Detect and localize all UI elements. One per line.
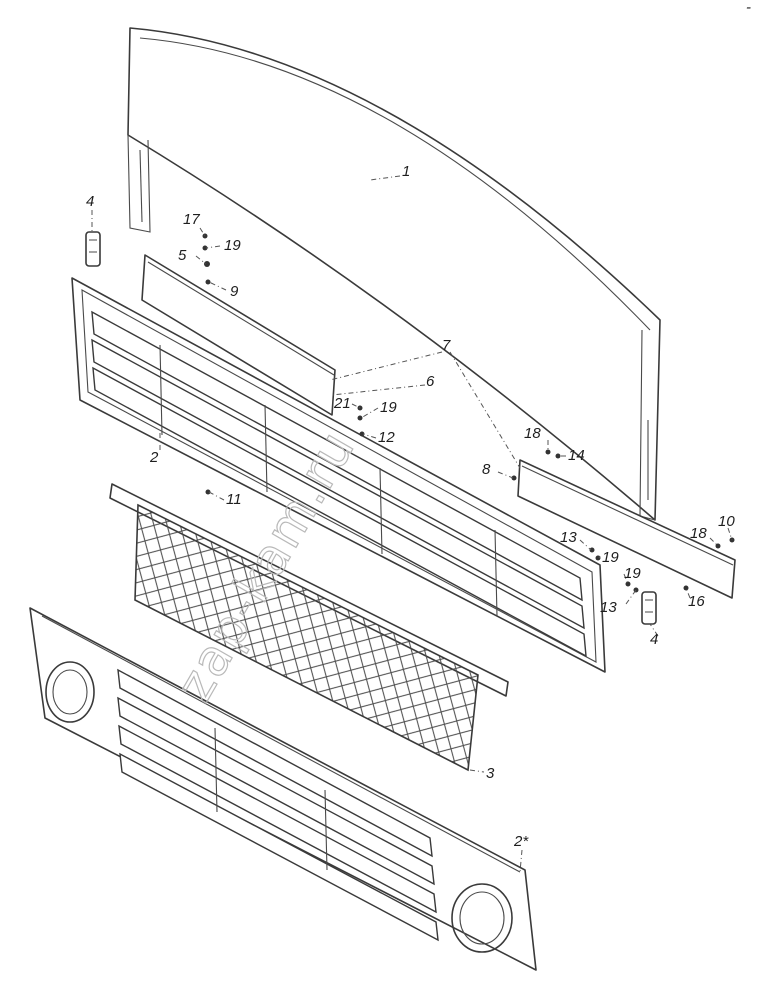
callout-18-upper: 18 (524, 425, 541, 442)
trim-strip-upper (141, 254, 336, 416)
callout-14: 14 (568, 447, 585, 464)
callout-18-lower: 18 (690, 525, 707, 542)
fasteners (202, 233, 735, 593)
bracket-right (641, 591, 657, 625)
callout-19-right-a: 19 (602, 549, 619, 566)
callout-19-mid: 19 (380, 399, 397, 416)
trim-strip-lower (517, 459, 736, 599)
callout-2: 2 (149, 449, 159, 466)
callout-13-lower: 13 (600, 599, 617, 616)
callout-2-star: 2* (513, 833, 529, 850)
callout-11: 11 (226, 491, 242, 508)
callout-10: 10 (718, 513, 735, 530)
callout-4-left: 4 (86, 193, 94, 210)
callout-16: 16 (688, 593, 705, 610)
callout-12: 12 (378, 429, 395, 446)
callout-1: 1 (402, 163, 410, 180)
callout-labels: 1 4 17 19 5 9 7 6 21 19 12 2 18 14 8 11 … (86, 163, 735, 850)
callout-17: 17 (183, 211, 200, 228)
callout-13-upper: 13 (560, 529, 577, 546)
callout-6: 6 (426, 373, 435, 390)
callout-7: 7 (442, 337, 451, 354)
callout-4-right: 4 (650, 631, 658, 648)
callout-19-right-b: 19 (624, 565, 641, 582)
radiator-grille (71, 277, 606, 673)
leader-lines (91, 175, 733, 873)
callout-9: 9 (230, 283, 239, 300)
corner-mark: - (746, 0, 751, 16)
lower-grille (29, 607, 537, 971)
callout-21: 21 (333, 395, 351, 412)
callout-19-top: 19 (224, 237, 241, 254)
callout-5: 5 (178, 247, 187, 264)
callout-8: 8 (482, 461, 491, 478)
callout-3: 3 (486, 765, 495, 782)
bracket-left (85, 231, 101, 267)
mesh-screen (109, 483, 509, 772)
